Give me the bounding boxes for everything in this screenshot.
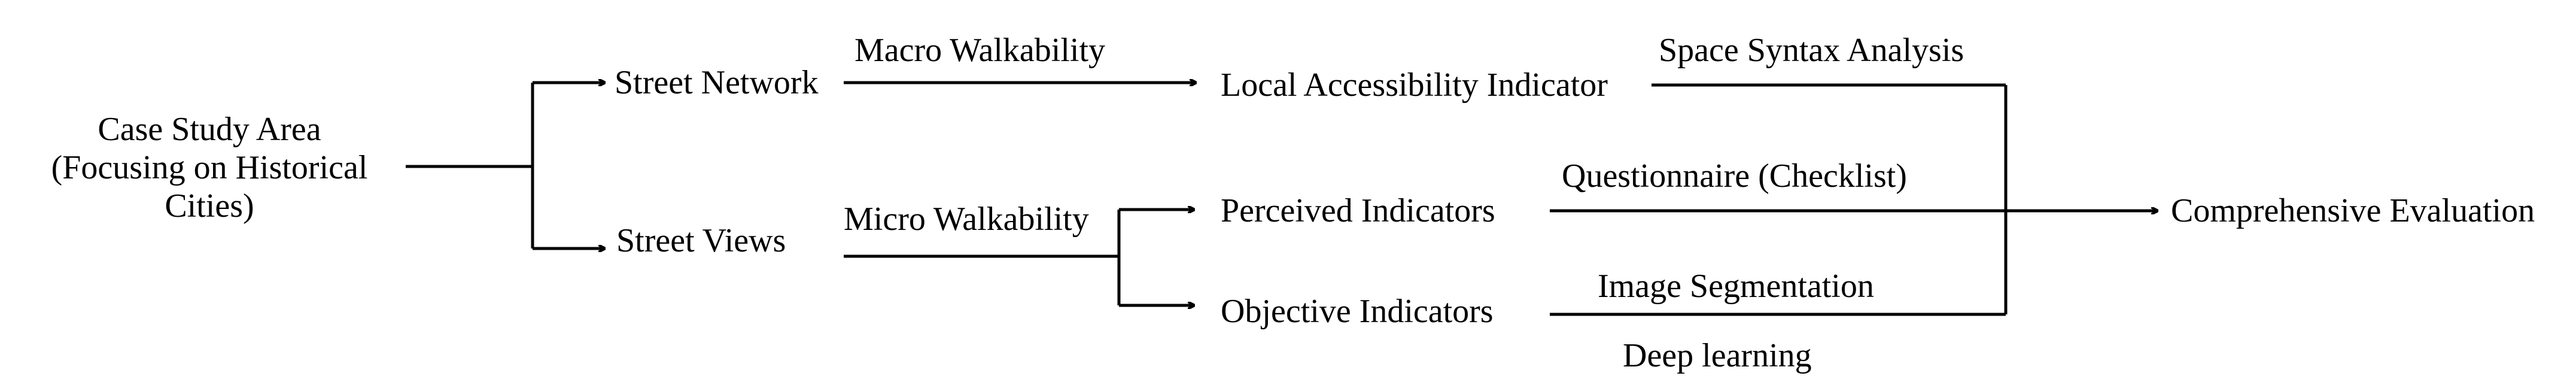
case-study-area: Case Study Area (Focusing on Historical … bbox=[24, 110, 395, 225]
node-perceived-indicators: Perceived Indicators bbox=[1221, 192, 1495, 229]
edge-label-deep-learning: Deep learning bbox=[1623, 337, 1812, 374]
node-objective-indicators: Objective Indicators bbox=[1221, 293, 1494, 330]
edge-label-micro-walkability: Micro Walkability bbox=[844, 201, 1089, 238]
edge-label-image-segmentation: Image Segmentation bbox=[1598, 268, 1874, 305]
case-study-line-3: Cities) bbox=[165, 187, 254, 225]
node-comprehensive-evaluation: Comprehensive Evaluation bbox=[2171, 192, 2535, 229]
edge-label-space-syntax-analysis: Space Syntax Analysis bbox=[1659, 32, 1964, 69]
edge-label-macro-walkability: Macro Walkability bbox=[854, 32, 1106, 69]
edge-label-questionnaire: Questionnaire (Checklist) bbox=[1562, 157, 1907, 195]
case-study-line-2: (Focusing on Historical bbox=[51, 149, 368, 186]
case-study-line-1: Case Study Area bbox=[98, 111, 321, 148]
node-street-views: Street Views bbox=[616, 222, 786, 259]
node-local-accessibility-indicator: Local Accessibility Indicator bbox=[1221, 66, 1608, 104]
node-street-network: Street Network bbox=[615, 64, 819, 101]
